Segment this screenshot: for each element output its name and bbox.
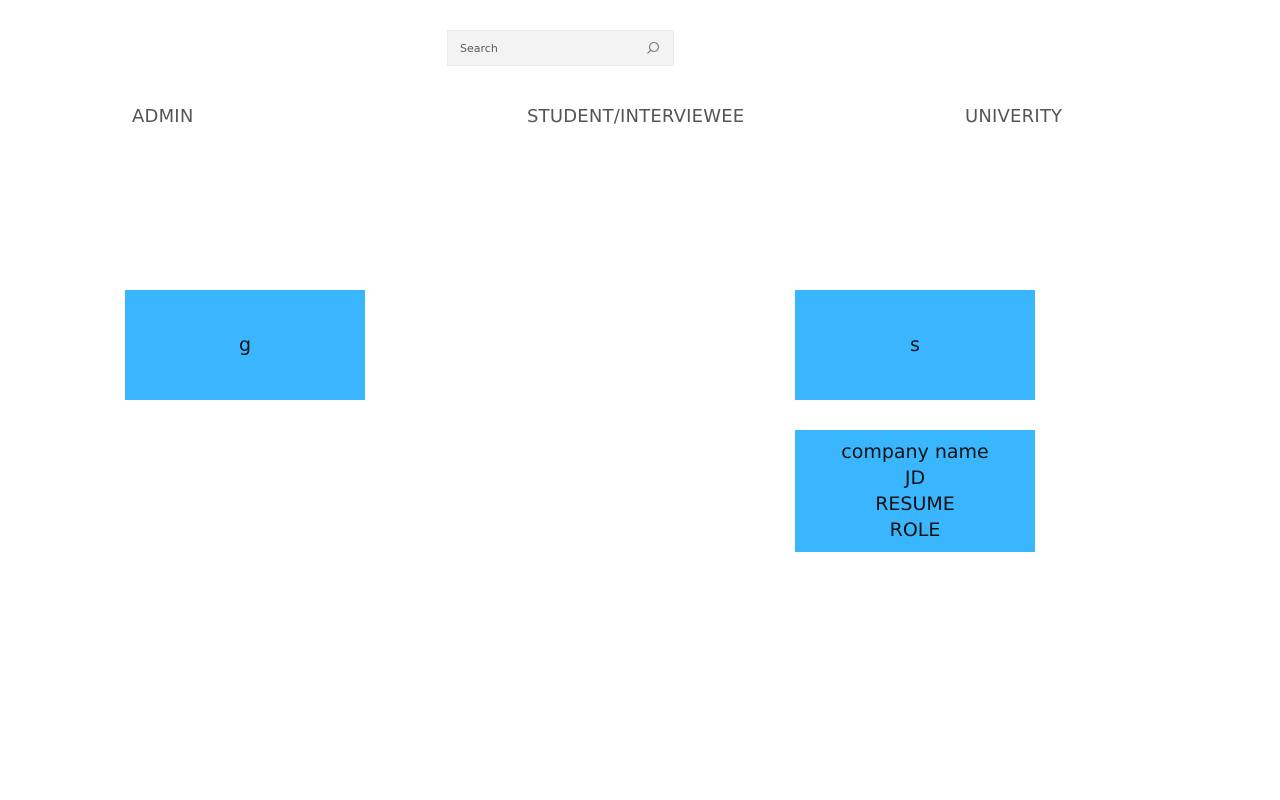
student-heading: STUDENT/INTERVIEWEE [527, 106, 745, 127]
search-input[interactable] [448, 31, 633, 65]
university-card-text: s [910, 334, 920, 356]
university-card[interactable]: s [795, 290, 1035, 400]
search-icon[interactable] [633, 31, 673, 65]
admin-heading: ADMIN [132, 106, 194, 127]
admin-card-text: g [238, 334, 252, 356]
search-bar [447, 30, 674, 66]
company-name-line: company name [841, 441, 989, 463]
university-heading: UNIVERITY [965, 106, 1063, 127]
jd-line: JD [904, 467, 926, 489]
admin-card[interactable]: g [125, 290, 365, 400]
company-card[interactable]: company name JD RESUME ROLE [795, 430, 1035, 552]
role-line: ROLE [889, 519, 941, 541]
resume-line: RESUME [875, 493, 955, 515]
